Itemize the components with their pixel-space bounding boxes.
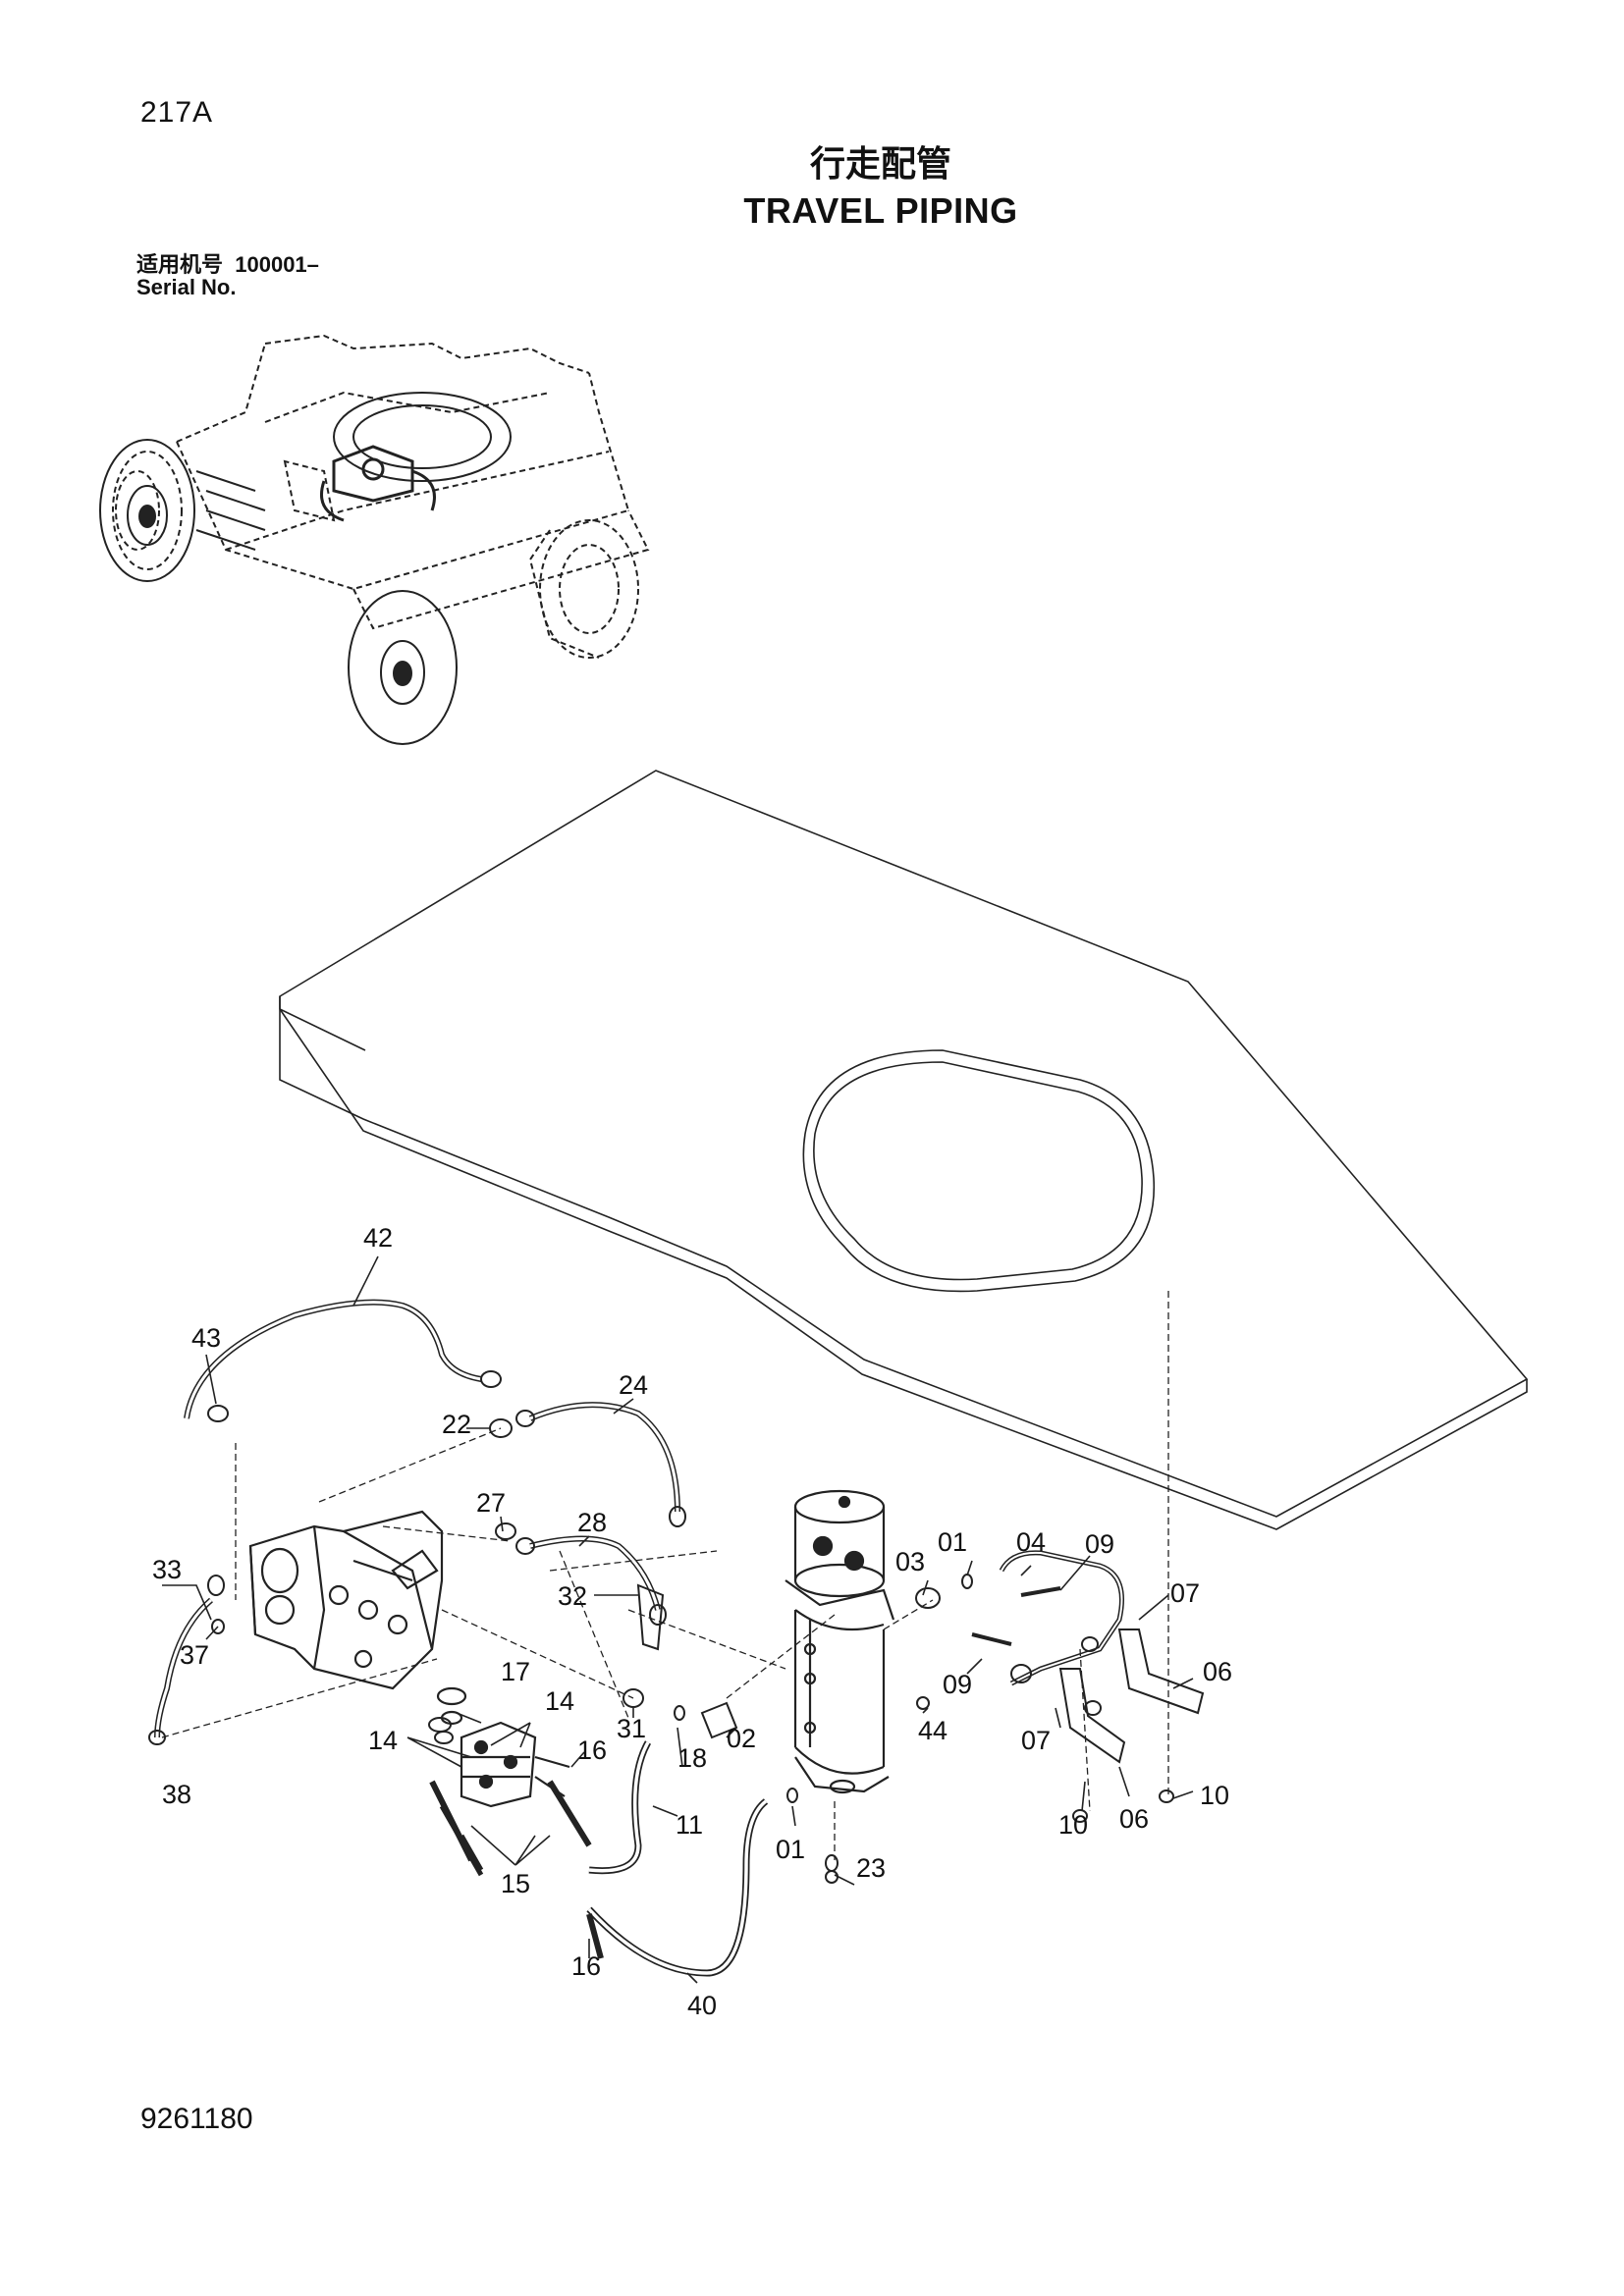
document-number: 9261180: [140, 2103, 253, 2135]
callout-09-lower: 09: [943, 1670, 972, 1699]
callout-07-upper: 07: [1170, 1578, 1200, 1608]
callout-07-lower: 07: [1021, 1726, 1051, 1755]
hose-24: [528, 1402, 680, 1513]
serial-row-cn: 适用机号 100001–: [136, 253, 319, 276]
title-chinese: 行走配管: [809, 143, 951, 184]
hose-40-inner: [587, 1799, 768, 1975]
callout-02: 02: [727, 1724, 756, 1753]
undercarriage-wheels: [99, 392, 512, 745]
undercarriage-overview-drawing: [112, 334, 650, 659]
callout-16-lower: 16: [571, 1951, 601, 1981]
callout-01-lower: 01: [776, 1835, 805, 1864]
hose-42: [184, 1299, 482, 1419]
callout-22: 22: [442, 1410, 471, 1439]
upper-frame-plate: [279, 770, 1529, 1530]
hose-11-inner: [588, 1741, 650, 1873]
hose-24-inner: [529, 1403, 679, 1513]
hose-33-inner: [155, 1598, 212, 1738]
callout-15: 15: [501, 1869, 530, 1898]
callout-31: 31: [617, 1714, 646, 1743]
callout-16-upper: 16: [577, 1735, 607, 1765]
callout-42: 42: [363, 1223, 393, 1253]
hose-28-inner: [529, 1537, 660, 1611]
callout-03: 03: [895, 1547, 925, 1576]
serial-value: 100001–: [235, 252, 319, 277]
title-english: TRAVEL PIPING: [743, 190, 1018, 231]
callout-09-upper: 09: [1085, 1529, 1114, 1559]
swivel-joint-thumbnail: [320, 445, 436, 522]
callout-33: 33: [152, 1555, 182, 1584]
callout-11: 11: [676, 1810, 703, 1840]
callout-06-lower: 06: [1119, 1804, 1149, 1834]
callout-17: 17: [501, 1657, 530, 1686]
callout-23: 23: [856, 1853, 886, 1883]
bracket-06-lower: [1058, 1668, 1126, 1764]
callout-06-upper: 06: [1203, 1657, 1232, 1686]
pipe-04-inner: [1001, 1551, 1123, 1684]
callout-14-right: 14: [545, 1686, 574, 1716]
callout-labels: 42 43 24 22 27 28 33 32 37 17 14 14 31 1…: [152, 1223, 1232, 2020]
callout-24: 24: [619, 1370, 648, 1400]
callout-44: 44: [918, 1716, 947, 1745]
serial-label-en: Serial No.: [136, 275, 237, 299]
callout-32: 32: [558, 1581, 587, 1611]
serial-number-block: 适用机号 100001– Serial No.: [136, 253, 319, 298]
callout-14-left: 14: [368, 1726, 398, 1755]
leader-lines: [162, 1255, 1194, 1984]
small-fittings: [148, 1370, 1174, 1959]
travel-valve-block: [248, 1510, 444, 1690]
callout-10-right: 10: [1200, 1781, 1229, 1810]
callout-04: 04: [1016, 1527, 1046, 1557]
pipe-04: [999, 1550, 1124, 1686]
callout-18: 18: [677, 1743, 707, 1773]
callout-38: 38: [162, 1780, 191, 1809]
callout-27: 27: [476, 1488, 506, 1518]
centre-lines: [161, 1291, 1169, 1860]
callout-28: 28: [577, 1508, 607, 1537]
bracket-06-upper: [1117, 1629, 1205, 1715]
manifold-block: [429, 1686, 592, 1862]
callout-43: 43: [191, 1323, 221, 1353]
center-joint: [785, 1489, 895, 1794]
callout-40: 40: [687, 1991, 717, 2020]
callout-01-upper: 01: [938, 1527, 967, 1557]
callout-37: 37: [180, 1640, 209, 1670]
callout-10-lower: 10: [1058, 1810, 1088, 1840]
hose-42-inner: [185, 1301, 482, 1419]
serial-label-cn: 适用机号: [136, 252, 224, 277]
page-code: 217A: [140, 96, 214, 129]
